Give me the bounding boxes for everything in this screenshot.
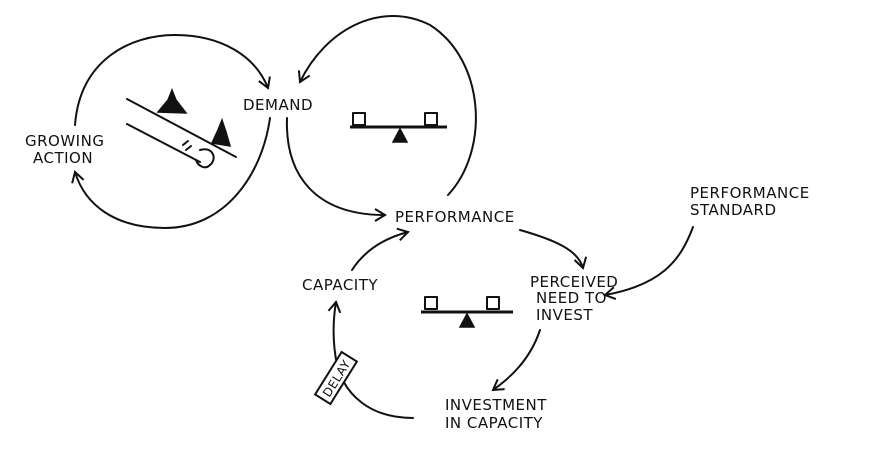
arrow-demand-to-growing (71, 117, 271, 229)
balance-seesaw-icon (350, 112, 447, 143)
node-growing-action-line2: ACTION (33, 149, 93, 167)
arrow-performance-to-demand (297, 15, 477, 196)
delay-marker: DELAY (313, 350, 359, 406)
node-perceived-line1: PERCEIVED (530, 273, 618, 291)
node-investment-line1: INVESTMENT (445, 396, 547, 414)
arrow-standard-to-perceived (603, 226, 694, 301)
arrow-perceived-to-investment (491, 329, 541, 392)
node-performance-standard-line1: PERFORMANCE (690, 184, 810, 202)
node-growing-action-line1: GROWING (25, 132, 104, 150)
snowball-landslide-icon (126, 87, 237, 169)
node-capacity: CAPACITY (302, 276, 378, 294)
node-performance: PERFORMANCE (395, 208, 515, 226)
node-demand: DEMAND (243, 96, 313, 114)
node-perceived-line2: NEED TO (536, 289, 607, 307)
arrow-demand-to-performance (285, 117, 387, 222)
node-performance-standard-line2: STANDARD (690, 201, 777, 219)
arrow-capacity-to-performance (351, 227, 410, 271)
arrow-performance-to-perceived (519, 229, 588, 270)
node-investment-line2: IN CAPACITY (445, 414, 543, 432)
node-perceived-line3: INVEST (536, 306, 593, 324)
arrow-growing-to-demand (74, 34, 271, 126)
balance-seesaw-icon (421, 296, 513, 328)
